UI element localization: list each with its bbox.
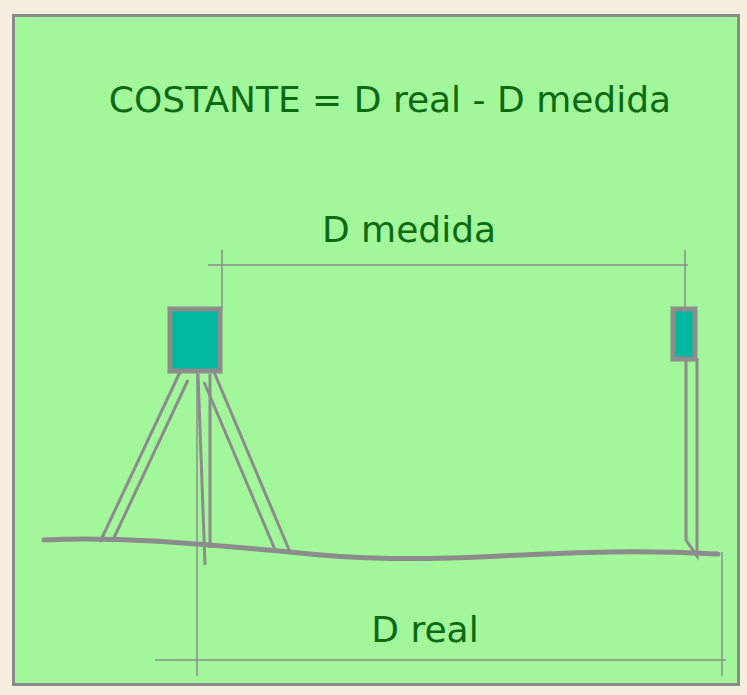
dimension-label: D medida bbox=[316, 210, 502, 250]
dimension-label: D real bbox=[365, 610, 484, 650]
formula-title: COSTANTE = D real - D medida bbox=[103, 80, 677, 120]
